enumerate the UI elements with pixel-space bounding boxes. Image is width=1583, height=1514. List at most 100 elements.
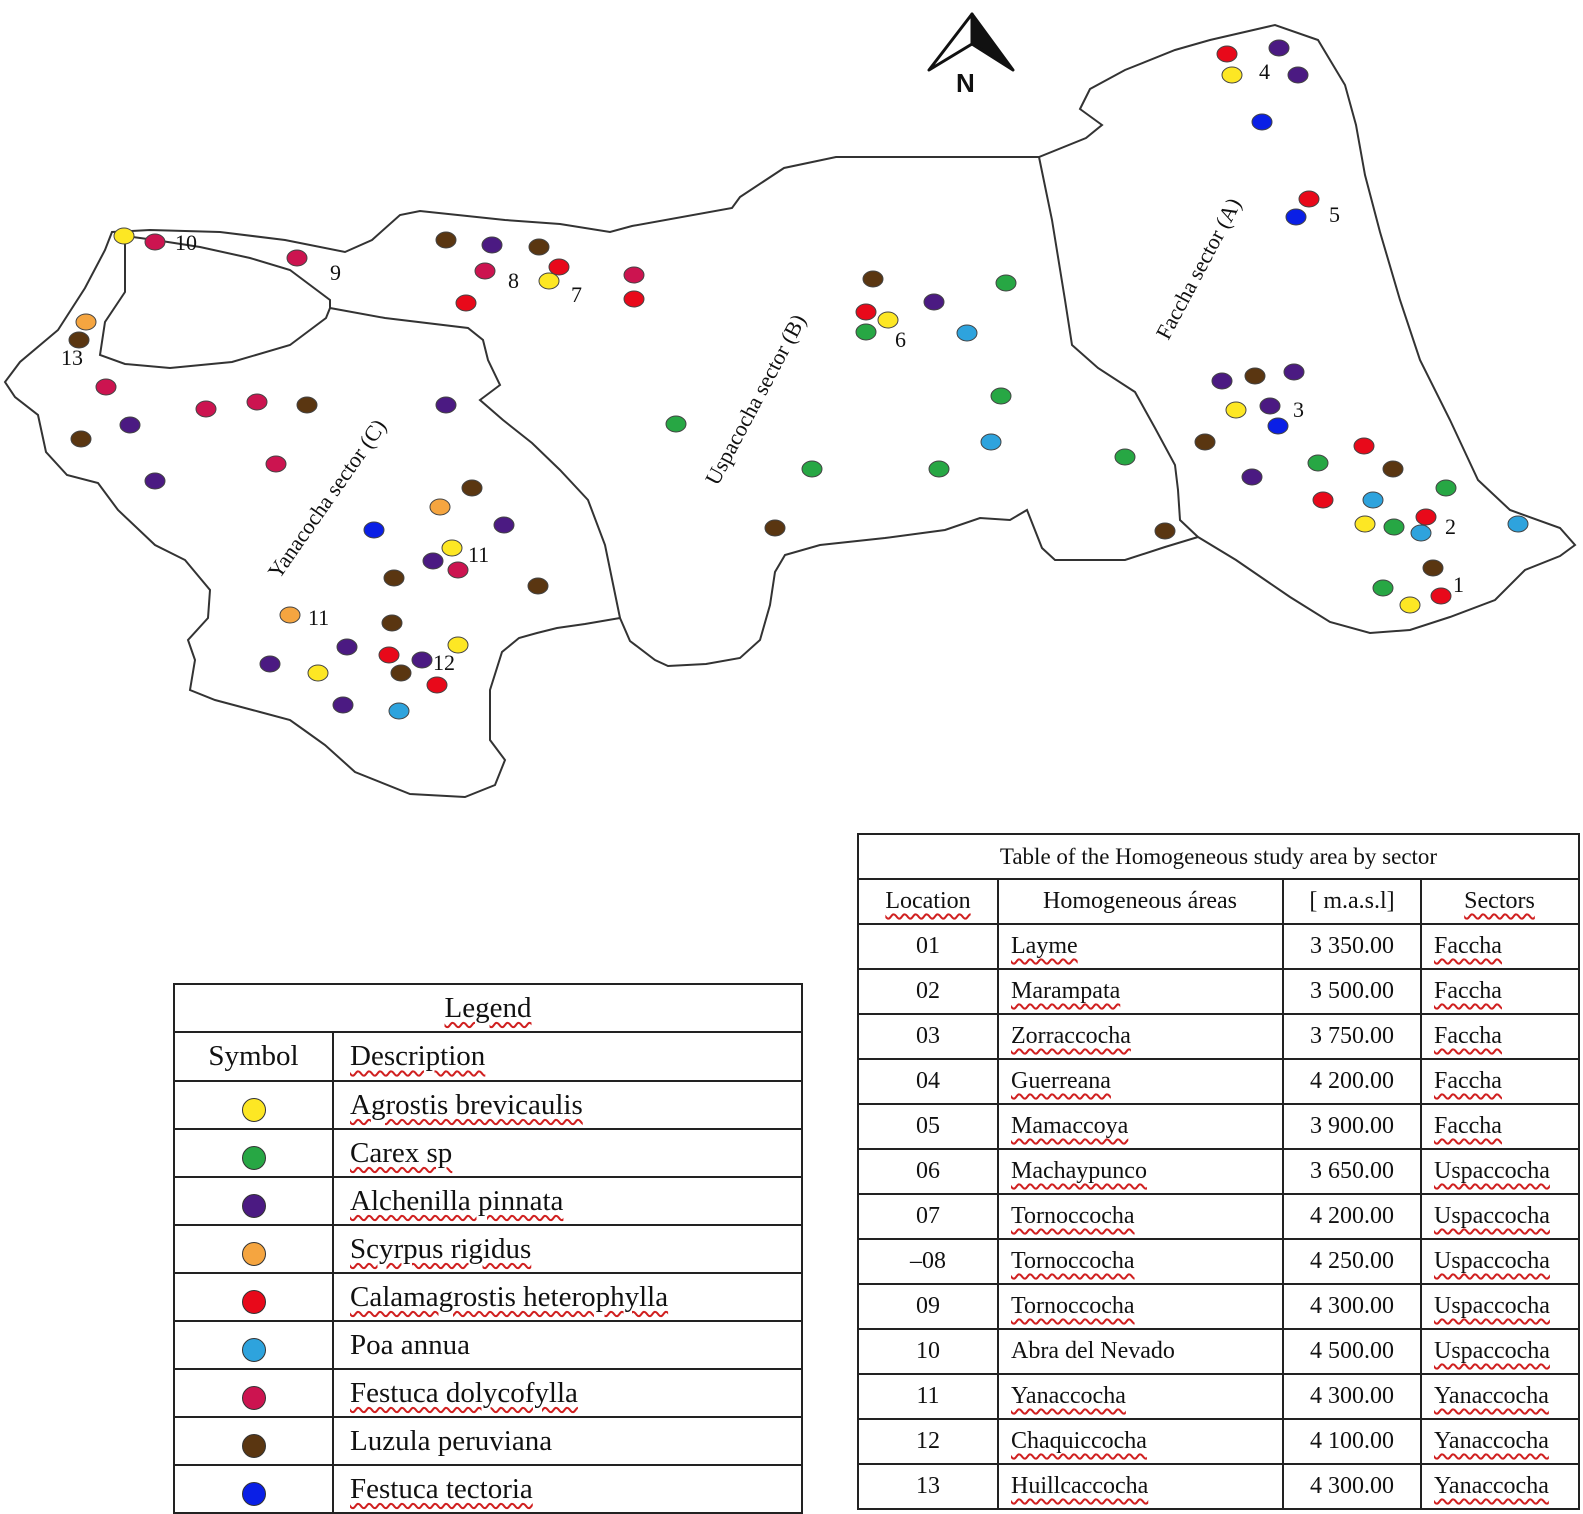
species-point-purple — [144, 472, 166, 490]
species-point-brown — [383, 569, 405, 587]
legend-symbol-cell — [173, 1224, 334, 1274]
legend-row: Poa annua — [173, 1320, 803, 1370]
study-area-table: Table of the Homogeneous study area by s… — [857, 833, 1580, 1510]
species-point-lightblue — [1410, 524, 1432, 542]
legend-symbol-cell — [173, 1128, 334, 1178]
legend-description: Scyrpus rigidus — [350, 1232, 532, 1265]
location-cell: 05 — [916, 1113, 940, 1139]
lagoon-loop — [98, 234, 331, 370]
species-point-green — [1435, 479, 1457, 497]
species-point-crimson — [265, 455, 287, 473]
species-point-brown — [527, 577, 549, 595]
north-arrow-icon: N — [927, 12, 1015, 98]
species-point-red — [548, 258, 570, 276]
homogeneous-area-cell: Layme — [1011, 933, 1078, 959]
sector-cell: Uspaccocha — [1434, 1158, 1550, 1184]
species-point-brown — [296, 396, 318, 414]
location-number: 13 — [61, 345, 83, 370]
species-point-purple — [1268, 39, 1290, 57]
species-point-purple — [422, 552, 444, 570]
species-point-yellow — [538, 272, 560, 290]
legend-title: Legend — [444, 991, 532, 1024]
species-point-blue — [1251, 113, 1273, 131]
header-homogeneous-areas: Homogeneous áreas — [1043, 888, 1237, 914]
location-number: 11 — [308, 605, 329, 630]
location-number: 5 — [1329, 202, 1340, 227]
legend-description-cell: Poa annua — [332, 1320, 803, 1370]
species-point-purple — [1259, 397, 1281, 415]
sector-label: Faccha sector (A) — [1151, 194, 1246, 344]
species-point-crimson — [286, 249, 308, 267]
legend-description: Agrostis brevicaulis — [350, 1088, 583, 1121]
legend-description: Luzula peruviana — [350, 1424, 553, 1457]
species-point-yellow — [1399, 596, 1421, 614]
species-point-green — [990, 387, 1012, 405]
legend-description-cell: Agrostis brevicaulis — [332, 1080, 803, 1130]
legend-dot-purple — [241, 1193, 266, 1218]
masl-cell: 4 200.00 — [1310, 1068, 1394, 1094]
species-point-brown — [435, 231, 457, 249]
legend-symbol-cell — [173, 1320, 334, 1370]
legend-description-cell: Festuca tectoria — [332, 1464, 803, 1514]
species-point-crimson — [447, 561, 469, 579]
homogeneous-area-cell: Huillcaccocha — [1011, 1473, 1149, 1499]
location-cell: 07 — [916, 1203, 940, 1229]
legend-row: Carex sp — [173, 1128, 803, 1178]
legend-description: Alchenilla pinnata — [350, 1184, 564, 1217]
sector-cell: Yanaccocha — [1434, 1473, 1549, 1499]
study-table-title: Table of the Homogeneous study area by s… — [857, 833, 1580, 880]
masl-cell: 4 300.00 — [1310, 1383, 1394, 1409]
species-point-brown — [70, 430, 92, 448]
homogeneous-area-cell: Tornoccocha — [1011, 1293, 1135, 1319]
legend-dot-crimson — [241, 1385, 266, 1410]
sector-label: Uspacocha sector (B) — [700, 310, 811, 489]
sector-label: Yanacocha sector (C) — [263, 414, 392, 583]
species-point-lightblue — [956, 324, 978, 342]
species-point-green — [928, 460, 950, 478]
species-point-green — [1307, 454, 1329, 472]
species-point-purple — [259, 655, 281, 673]
species-point-brown — [381, 614, 403, 632]
species-point-brown — [528, 238, 550, 256]
location-cell: 12 — [916, 1428, 940, 1454]
species-point-yellow — [113, 227, 135, 245]
location-cell: –08 — [910, 1248, 946, 1274]
location-cell: 01 — [916, 933, 940, 959]
species-point-brown — [1422, 559, 1444, 577]
sector-cell: Faccha — [1434, 1068, 1502, 1094]
sector-labels: Faccha sector (A) Uspacocha sector (B) Yan… — [263, 194, 1247, 583]
species-point-red — [378, 646, 400, 664]
species-point-red — [1298, 190, 1320, 208]
species-point-purple — [336, 638, 358, 656]
legend-description: Carex sp — [350, 1136, 453, 1169]
masl-cell: 3 500.00 — [1310, 978, 1394, 1004]
species-point-purple — [481, 236, 503, 254]
legend-description-cell: Carex sp — [332, 1128, 803, 1178]
species-point-yellow — [1221, 66, 1243, 84]
location-number: 10 — [175, 230, 197, 255]
location-number: 11 — [468, 542, 489, 567]
homogeneous-area-cell: Chaquiccocha — [1011, 1428, 1147, 1454]
species-point-red — [1415, 508, 1437, 526]
species-point-yellow — [447, 636, 469, 654]
legend-description-cell: Scyrpus rigidus — [332, 1224, 803, 1274]
species-point-purple — [1211, 372, 1233, 390]
sector-a-b-divider — [1038, 156, 1199, 538]
homogeneous-area-cell: Yanaccocha — [1011, 1383, 1126, 1409]
species-point-orange — [75, 313, 97, 331]
location-number: 9 — [330, 260, 341, 285]
species-point-lightblue — [1362, 491, 1384, 509]
species-point-brown — [1154, 522, 1176, 540]
legend-symbol-cell — [173, 1464, 334, 1514]
location-cell: 13 — [916, 1473, 940, 1499]
species-point-purple — [332, 696, 354, 714]
